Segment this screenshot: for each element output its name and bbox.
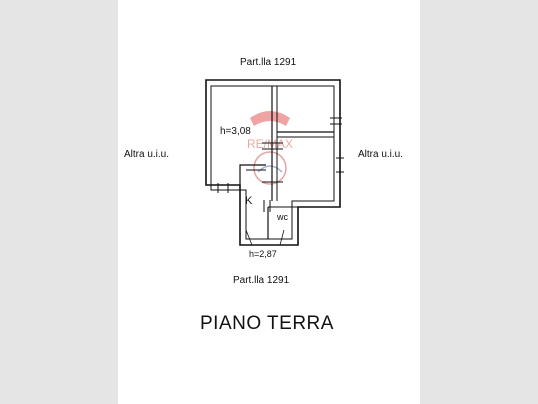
room-height-kitchen: h=2,87 <box>249 249 277 259</box>
left-neighbor-label: Altra u.i.u. <box>124 149 170 160</box>
top-parcel-label: Part.lla 1291 <box>240 57 297 68</box>
kitchen-label: K <box>245 195 253 207</box>
right-neighbor-label: Altra u.i.u. <box>358 149 404 160</box>
wc-label: wc <box>276 212 288 222</box>
floor-title: PIANO TERRA <box>200 313 334 334</box>
floor-plan-sheet <box>118 0 420 404</box>
building-walls <box>205 79 344 246</box>
remax-watermark: RE/MAX <box>247 111 293 185</box>
watermark-text: RE/MAX <box>247 137 293 151</box>
room-height-main: h=3,08 <box>220 126 251 137</box>
bottom-parcel-label: Part.lla 1291 <box>233 275 290 286</box>
